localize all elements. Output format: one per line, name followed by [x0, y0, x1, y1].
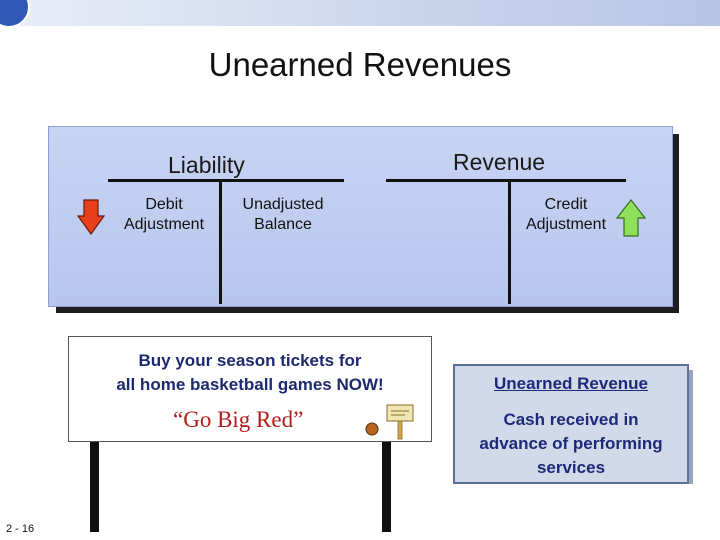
banner-circle-decoration [0, 0, 30, 28]
down-arrow-icon [77, 199, 105, 235]
info-box-line-1: Cash received in [503, 410, 639, 429]
slide-title: Unearned Revenues [208, 46, 512, 83]
billboard-line-1: Buy your season tickets for [138, 351, 362, 370]
revenue-t-top [386, 179, 626, 182]
slide-number: 2 - 16 [6, 523, 35, 535]
billboard-post-right [382, 440, 391, 532]
revenue-t-stem [508, 179, 511, 304]
ticket-icon [365, 404, 414, 440]
revenue-label: Revenue [453, 149, 546, 175]
info-box-body: Cash received in advance of performing s… [455, 408, 687, 480]
billboard-line-2: all home basketball games NOW! [116, 375, 384, 394]
billboard-text: Buy your season tickets for all home bas… [69, 349, 431, 397]
liability-label: Liability [168, 152, 245, 178]
liability-t-stem [219, 179, 222, 304]
info-box-line-3: services [536, 458, 606, 477]
up-arrow-icon [616, 199, 646, 237]
billboard-slogan: “Go Big Red” [173, 407, 304, 432]
unearned-revenue-box: Unearned Revenue Cash received in advanc… [453, 364, 689, 484]
liability-t-top [108, 179, 344, 182]
top-banner [0, 0, 720, 28]
billboard: Buy your season tickets for all home bas… [68, 336, 432, 442]
info-box-title: Unearned Revenue [494, 374, 648, 393]
info-box-line-2: advance of performing [479, 434, 663, 453]
billboard-post-left [90, 440, 99, 532]
